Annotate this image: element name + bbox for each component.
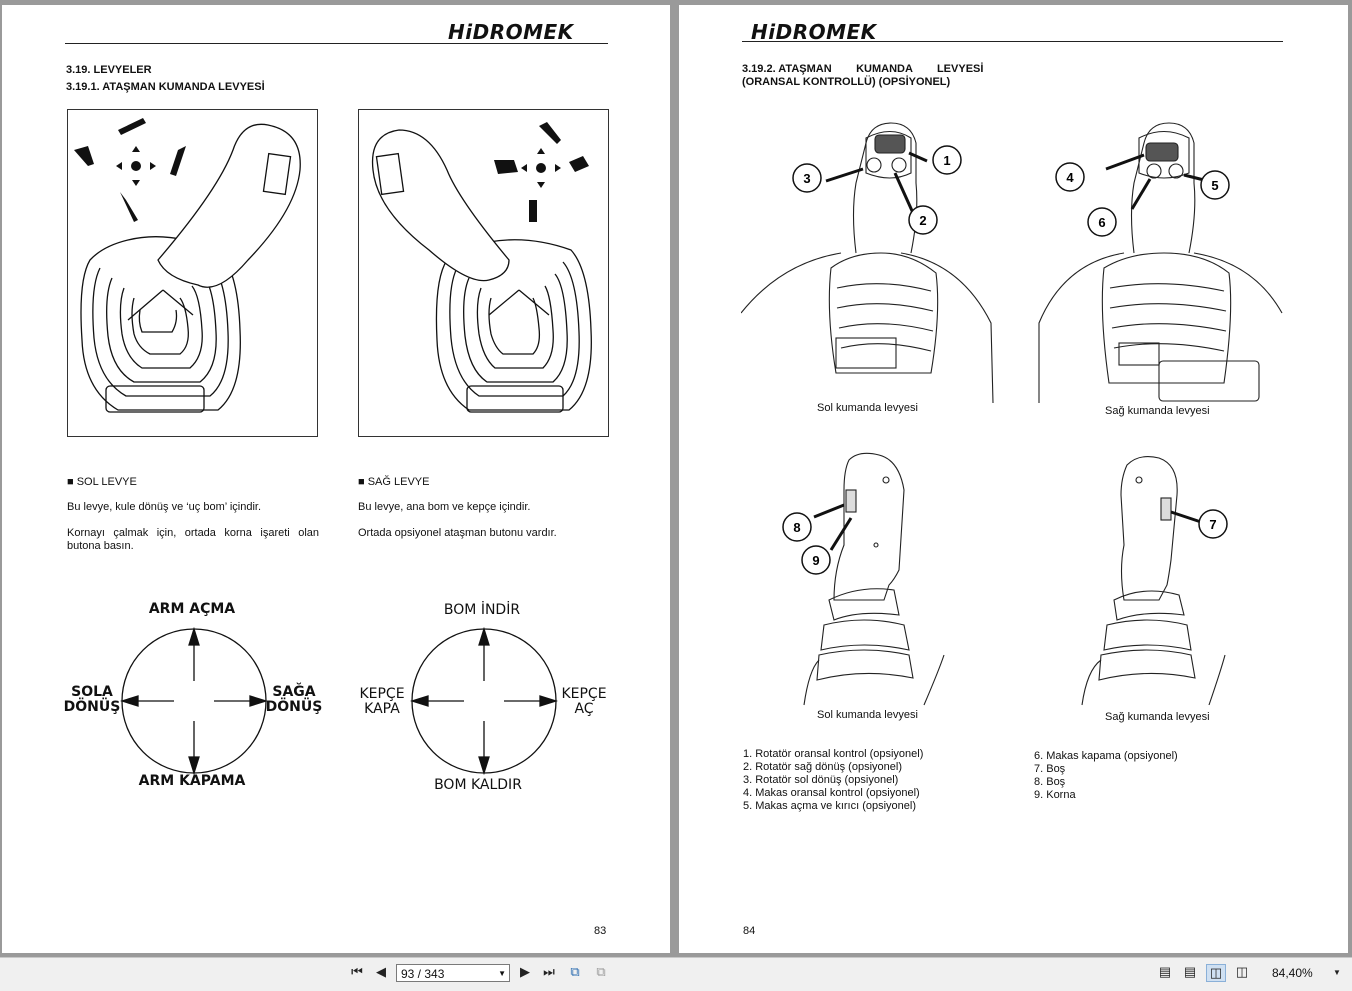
left-lever-heading: ■ SOL LEVYE	[67, 476, 137, 488]
callout-8: 8	[782, 512, 812, 542]
zoom-dropdown-icon[interactable]: ▼	[1333, 968, 1341, 977]
callout-1: 1	[932, 145, 962, 175]
left-joystick-top-view	[741, 122, 994, 403]
callout-8-number: 8	[793, 520, 800, 535]
caption-top-left: Sol kumanda levyesi	[817, 402, 918, 414]
hidromek-logo: HiDROMEK	[448, 20, 574, 44]
subsection-title: 3.19.1. ATAŞMAN KUMANDA LEVYESİ	[66, 81, 265, 93]
list-item: 4. Makas oransal kontrol (opsiyonel)	[743, 787, 920, 799]
list-item: 1. Rotatör oransal kontrol (opsiyonel)	[743, 748, 924, 760]
last-page-icon[interactable]: ⏭	[543, 964, 555, 979]
caption-bottom-right: Sağ kumanda levyesi	[1105, 711, 1210, 723]
caption-top-right: Sağ kumanda levyesi	[1105, 405, 1210, 417]
arm-close-label: ARM KAPAMA	[138, 773, 246, 789]
page-83: HiDROMEK 3.19. LEVYELER 3.19.1. ATAŞMAN …	[2, 5, 670, 953]
callout-6-number: 6	[1098, 215, 1105, 230]
list-item: 6. Makas kapama (opsiyonel)	[1034, 750, 1178, 762]
callout-6: 6	[1087, 207, 1117, 237]
callout-9: 9	[801, 545, 831, 575]
callout-3: 3	[792, 163, 822, 193]
header-rule	[65, 43, 608, 44]
right-lever-text2: Ortada opsiyonel ataşman butonu vardır.	[358, 527, 557, 539]
right-direction-diagram	[410, 627, 558, 775]
callout-5-number: 5	[1211, 178, 1218, 193]
callout-2-number: 2	[919, 213, 926, 228]
page-number-input[interactable]: 93 / 343 ▼	[396, 964, 510, 982]
first-page-icon[interactable]: ⏮	[351, 964, 363, 979]
callout-4-number: 4	[1066, 170, 1074, 185]
callout-1-number: 1	[943, 153, 950, 168]
left-joystick-side-view	[803, 452, 945, 706]
list-item: 3. Rotatör sol dönüş (opsiyonel)	[743, 774, 899, 786]
zoom-level[interactable]: 84,40%	[1272, 966, 1313, 980]
caption-bottom-left: Sol kumanda levyesi	[817, 709, 918, 721]
legend-list-right: 6. Makas kapama (opsiyonel) 7. Boş 8. Bo…	[1034, 750, 1178, 802]
callout-7-number: 7	[1209, 517, 1216, 532]
chevron-down-icon[interactable]: ▼	[498, 969, 506, 978]
callout-7: 7	[1198, 509, 1228, 539]
left-lever-illustration	[67, 109, 318, 437]
callout-9-number: 9	[812, 553, 819, 568]
single-page-icon[interactable]: ▤	[1158, 964, 1172, 979]
bucket-close-label: KEPÇE KAPA	[359, 686, 405, 717]
two-page-icon[interactable]: ◫	[1206, 964, 1226, 982]
callout-4: 4	[1055, 162, 1085, 192]
list-item: 5. Makas açma ve kırıcı (opsiyonel)	[743, 800, 917, 812]
legend-list-left: 1. Rotatör oransal kontrol (opsiyonel) 2…	[743, 748, 923, 813]
right-lever-heading: ■ SAĞ LEVYE	[358, 476, 430, 488]
right-lever-illustration	[358, 109, 609, 437]
bucket-open-label: KEPÇE AÇ	[561, 686, 607, 717]
viewer-toolbar: ⏮ ◀ 93 / 343 ▼ ▶ ⏭ ⧉ ⧉ ▤ ▤ ◫ ◫ 84,40% ▼	[0, 957, 1352, 991]
paste-icon[interactable]: ⧉	[596, 964, 606, 979]
left-lever-heading-text: SOL LEVYE	[76, 476, 137, 488]
next-page-icon[interactable]: ▶	[520, 964, 530, 979]
two-page-continuous-icon[interactable]: ◫	[1235, 964, 1249, 979]
boom-down-label: BOM İNDİR	[443, 602, 521, 618]
callout-5: 5	[1200, 170, 1230, 200]
left-lever-text1: Bu levye, kule dönüş ve ‘uç bom’ içindir…	[67, 501, 262, 513]
section-subtitle: (ORANSAL KONTROLLÜ) (OPSİYONEL)	[742, 76, 951, 88]
list-item: 8. Boş	[1034, 776, 1066, 788]
right-joystick-side-view	[1081, 456, 1226, 706]
right-lever-text1: Bu levye, ana bom ve kepçe içindir.	[358, 501, 531, 513]
hidromek-logo: HiDROMEK	[751, 20, 877, 44]
page-84: HiDROMEK 3.19.2. ATAŞMAN KUMANDA LEVYESİ…	[679, 5, 1348, 953]
copy-icon[interactable]: ⧉	[570, 964, 580, 979]
list-item: 2. Rotatör sağ dönüş (opsiyonel)	[743, 761, 902, 773]
section-title: 3.19. LEVYELER	[66, 64, 152, 76]
continuous-icon[interactable]: ▤	[1183, 964, 1197, 979]
list-item: 9. Korna	[1034, 789, 1076, 801]
header-rule	[742, 41, 1283, 42]
arm-open-label: ARM AÇMA	[148, 601, 236, 617]
page-number: 83	[594, 925, 607, 937]
right-joystick-top-view	[1038, 122, 1283, 403]
prev-page-icon[interactable]: ◀	[376, 964, 386, 979]
rotate-left-label: SOLA DÖNÜŞ	[63, 684, 121, 715]
section-title: 3.19.2. ATAŞMAN KUMANDA LEVYESİ	[742, 63, 984, 75]
page-indicator: 93 / 343	[401, 967, 445, 981]
boom-up-label: BOM KALDIR	[434, 777, 522, 793]
callout-2: 2	[908, 205, 938, 235]
callout-3-number: 3	[803, 171, 810, 186]
left-lever-text2: Kornayı çalmak için, ortada korna işaret…	[67, 527, 319, 552]
rotate-right-label: SAĞA DÖNÜŞ	[265, 684, 323, 715]
left-direction-diagram	[120, 627, 268, 775]
right-lever-heading-text: SAĞ LEVYE	[367, 476, 430, 488]
list-item: 7. Boş	[1034, 763, 1066, 775]
page-number: 84	[743, 925, 756, 937]
